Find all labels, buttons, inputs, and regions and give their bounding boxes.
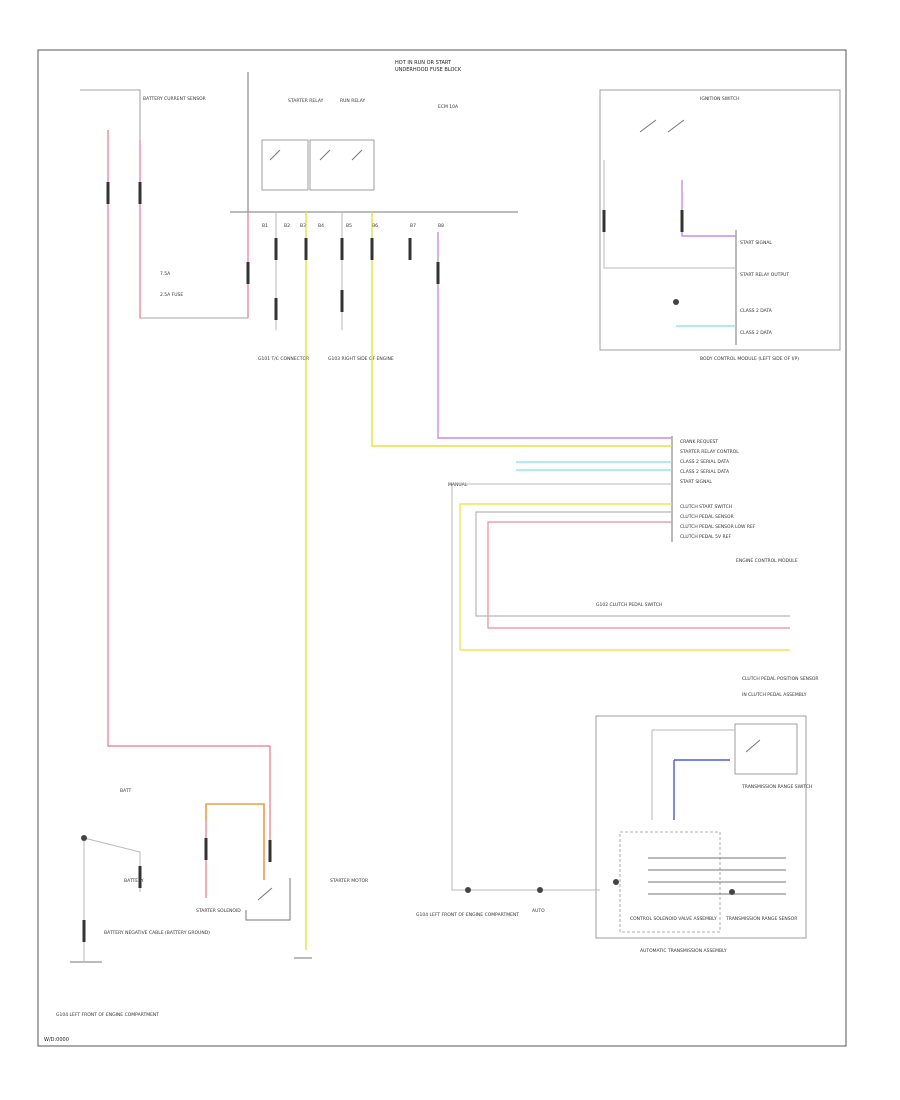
fuse-block-title-1: HOT IN RUN OR START	[395, 60, 452, 66]
wire-violet-ignition	[681, 180, 736, 237]
ecm-pin-3: CLASS 2 SERIAL DATA	[680, 459, 730, 465]
starter-relay-box	[261, 139, 309, 191]
bus-label-2: B2	[284, 223, 290, 229]
body-control-module-label: BODY CONTROL MODULE (LEFT SIDE OF I/P)	[700, 356, 799, 362]
bus-labels: B1 B2 B3 B4 B5 B6 B7 B8	[262, 223, 444, 229]
transmission-range-switch-box	[734, 723, 798, 775]
run-relay-label: RUN RELAY	[340, 98, 366, 104]
transmission-range-switch-label: TRANSMISSION RANGE SWITCH	[741, 784, 812, 790]
bcm-pin-4: CLASS 2 DATA	[740, 330, 773, 336]
wire-harness	[83, 130, 790, 962]
clutch-pedal-assembly-label: IN CLUTCH PEDAL ASSEMBLY	[742, 692, 807, 698]
ecm-fuse-label: ECM 10A	[438, 104, 459, 110]
g104-ground-label: G104 LEFT FRONT OF ENGINE COMPARTMENT	[56, 1012, 159, 1018]
ecm-pin-list: CRANK REQUEST STARTER RELAY CONTROL CLAS…	[680, 439, 756, 540]
fuse-a-label: 7.5A	[160, 271, 171, 277]
ecm-pin-8: CLUTCH PEDAL SENSOR LOW REF	[680, 524, 756, 530]
bus-label-6: B6	[372, 223, 378, 229]
splice-dot-2	[465, 887, 471, 893]
ground-symbols	[70, 957, 312, 963]
transmission-sensor-label: TRANSMISSION RANGE SENSOR	[725, 916, 797, 922]
battery-name-label: BATTERY	[124, 878, 144, 884]
wire-gray-start	[451, 483, 672, 891]
g102-label: G102 CLUTCH PEDAL SWITCH	[596, 602, 662, 608]
wire-gray-ignition	[603, 160, 736, 269]
wire-orange-starter	[205, 803, 265, 880]
starter-switch-frame	[245, 878, 291, 921]
auto-label: AUTO	[532, 908, 545, 914]
wire-red-clutch	[487, 521, 790, 629]
wire-yellow-ecm	[371, 212, 672, 447]
fuse-b-label: 2.5A FUSE	[160, 292, 183, 298]
range-switch-contact	[745, 739, 761, 753]
ignition-switch-contacts	[639, 119, 685, 133]
transmission-assembly-box	[595, 715, 807, 939]
starter-relay-label: STARTER RELAY	[288, 98, 324, 104]
g104-label: G104 LEFT FRONT OF ENGINE COMPARTMENT	[416, 912, 519, 918]
g103-label: G103 RIGHT SIDE OF ENGINE	[328, 356, 394, 362]
run-relay-box	[309, 139, 375, 191]
bcm-pin-1: START SIGNAL	[740, 240, 772, 246]
starter-switch-contact	[257, 887, 273, 901]
ecm-pin-7: CLUTCH PEDAL SENSOR	[680, 514, 734, 520]
g101-label: G101 T/C CONNECTOR	[258, 356, 309, 362]
engine-control-module-label: ENGINE CONTROL MODULE	[736, 558, 798, 564]
battery-ground-label: BATTERY NEGATIVE CABLE (BATTERY GROUND)	[104, 930, 210, 936]
control-solenoid-label: CONTROL SOLENOID VALVE ASSEMBLY	[630, 916, 717, 922]
splice-dot-4	[613, 879, 619, 885]
starter-solenoid-label: STARTER SOLENOID	[196, 908, 241, 914]
splice-dot-5	[729, 889, 735, 895]
ecm-pin-4: CLASS 2 SERIAL DATA	[680, 469, 730, 475]
wire-gray-clutch	[475, 511, 790, 617]
bus-label-1: B1	[262, 223, 268, 229]
ecm-pin-6: CLUTCH START SWITCH	[680, 504, 732, 510]
battery-label: BATT	[120, 788, 131, 794]
ignition-switch-label: IGNITION SWITCH	[700, 96, 740, 102]
bus-label-4: B4	[318, 223, 324, 229]
ecm-pin-1: CRANK REQUEST	[680, 439, 718, 445]
ignition-switch-box	[599, 89, 841, 351]
battery-sensor-box	[80, 89, 249, 319]
fuse-block-title-2: UNDERHOOD FUSE BLOCK	[395, 67, 462, 73]
bus-label-8: B8	[438, 223, 444, 229]
bus-label-5: B5	[346, 223, 352, 229]
splice-dot-3	[537, 887, 543, 893]
ecm-pin-2: STARTER RELAY CONTROL	[680, 449, 739, 455]
starter-motor-label: STARTER MOTOR	[330, 878, 368, 884]
manual-label: MANUAL	[448, 482, 468, 488]
bcm-pin-3: CLASS 2 DATA	[740, 308, 773, 314]
connector-stubs	[81, 182, 735, 942]
clutch-pedal-sensor-label: CLUTCH PEDAL POSITION SENSOR	[742, 676, 819, 682]
bus-label-3: B3	[300, 223, 306, 229]
splice-dot-1	[81, 835, 87, 841]
wire-yellow-clutch	[459, 503, 790, 651]
ecm-pin-9: CLUTCH PEDAL 5V REF	[680, 534, 731, 540]
bcm-pin-2: START RELAY OUTPUT	[740, 272, 789, 278]
relay-contacts	[269, 149, 363, 161]
splice-dot-6	[673, 299, 679, 305]
wire-red-battery-feed	[107, 130, 271, 860]
wire-violet-ecm	[437, 232, 672, 439]
bus-label-7: B7	[410, 223, 416, 229]
footer-code: W/D:0000	[44, 1037, 69, 1043]
battery-current-sensor-label: BATTERY CURRENT SENSOR	[143, 96, 206, 102]
ecm-pin-5: START SIGNAL	[680, 479, 712, 485]
diagram-frame	[37, 49, 847, 1047]
automatic-transmission-assembly-label: AUTOMATIC TRANSMISSION ASSEMBLY	[640, 948, 727, 954]
